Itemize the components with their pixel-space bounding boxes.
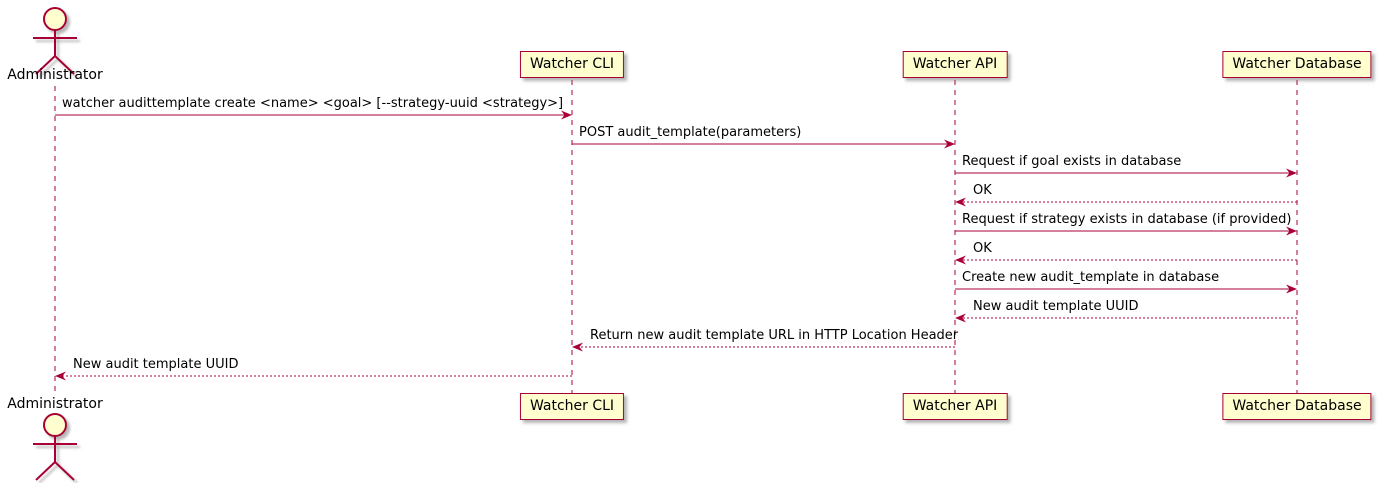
actor-figure-top-admin: [33, 7, 77, 75]
message-label: Request if goal exists in database: [962, 154, 1182, 169]
message-arrow-head: [55, 371, 66, 381]
message-label: New audit template UUID: [973, 299, 1139, 314]
participant-box-bottom-api: Watcher API: [902, 393, 1008, 420]
message-label: OK: [973, 241, 992, 256]
message-label: OK: [973, 183, 992, 198]
message-arrow-head: [1286, 284, 1297, 294]
message-arrow-head: [561, 110, 572, 120]
message-label: watcher audittemplate create <name> <goa…: [62, 96, 564, 111]
message-label: New audit template UUID: [73, 357, 239, 372]
participant-box-bottom-cli: Watcher CLI: [519, 393, 625, 420]
message-label: Create new audit_template in database: [962, 270, 1220, 285]
message-arrow-head: [944, 139, 955, 149]
message-label: Return new audit template URL in HTTP Lo…: [590, 328, 959, 343]
message-arrow-head: [955, 313, 966, 323]
participant-box-top-api: Watcher API: [902, 51, 1008, 78]
message-arrow-head: [572, 342, 583, 352]
participant-box-bottom-db: Watcher Database: [1222, 393, 1372, 420]
participant-box-top-cli: Watcher CLI: [519, 51, 625, 78]
actor-figure-bottom-admin: [33, 413, 77, 481]
message-arrow-head: [1286, 226, 1297, 236]
participant-box-top-db: Watcher Database: [1222, 51, 1372, 78]
message-label: Request if strategy exists in database (…: [962, 212, 1292, 227]
message-arrow-head: [1286, 168, 1297, 178]
actor-label-bottom-admin: Administrator: [7, 396, 103, 412]
actor-label-top-admin: Administrator: [7, 67, 103, 83]
message-label: POST audit_template(parameters): [579, 125, 802, 140]
message-arrow-head: [955, 197, 966, 207]
message-arrow-head: [955, 255, 966, 265]
